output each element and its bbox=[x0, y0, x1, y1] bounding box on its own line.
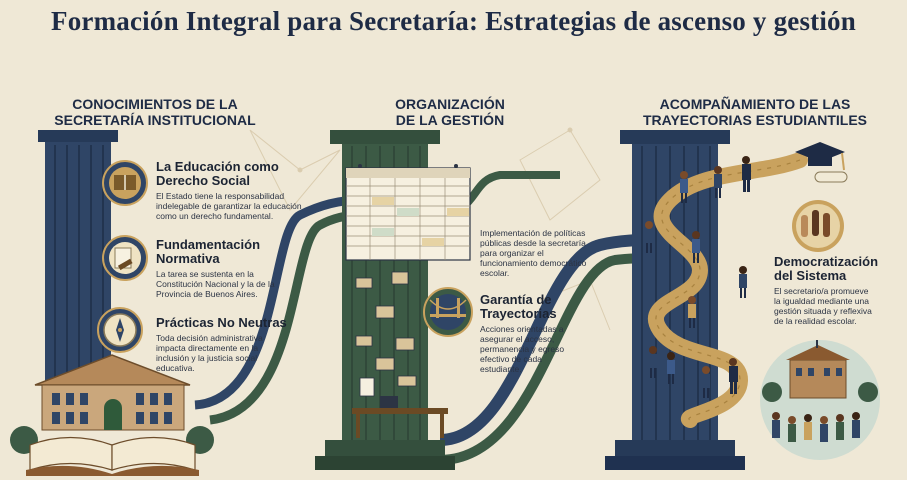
heading-line: ACOMPAÑAMIENTO DE LAS bbox=[659, 96, 851, 112]
heading-line: TRAYECTORIAS ESTUDIANTILES bbox=[642, 112, 868, 128]
winding-path bbox=[648, 152, 808, 428]
item-text: Constitución Nacional y la de la bbox=[156, 279, 275, 289]
item-democratization: Democratización del Sistema El secretari… bbox=[774, 254, 902, 327]
students-illustration bbox=[645, 156, 751, 398]
item-text: indelegable de garantizar la educación bbox=[156, 201, 302, 211]
calendar-table-illustration bbox=[345, 164, 471, 261]
item-title: Derecho Social bbox=[156, 173, 250, 188]
item-text: inclusión y la justicia social bbox=[156, 353, 258, 363]
item-title: La Educación como bbox=[156, 159, 279, 174]
column-heading-knowledge: CONOCIMIENTOS DE LA SECRETARÍA INSTITUCI… bbox=[40, 96, 270, 128]
open-book-illustration bbox=[26, 436, 199, 476]
item-title: Prácticas No Neutras bbox=[156, 315, 287, 330]
item-trajectory-guarantee: Garantía de Trayectorias Acciones orient… bbox=[480, 292, 610, 375]
heading-line: CONOCIMIENTOS DE LA bbox=[72, 96, 238, 112]
item-text: Provincia de Buenos Aires. bbox=[156, 289, 258, 299]
item-title: Fundamentación bbox=[156, 237, 261, 252]
page-title: Formación Integral para Secretaría: Estr… bbox=[51, 6, 856, 36]
item-title: Trayectorias bbox=[480, 306, 557, 321]
school-building-illustration bbox=[10, 354, 214, 454]
item-text: educativa. bbox=[156, 363, 195, 373]
item-text: públicas desde la secretaría bbox=[480, 238, 586, 248]
item-text: efectivo de cada bbox=[480, 354, 542, 364]
item-text: estudiante. bbox=[480, 364, 522, 374]
item-public-policies: Implementación de políticas públicas des… bbox=[480, 228, 610, 278]
item-non-neutral-practices: Prácticas No Neutras Toda decisión admin… bbox=[156, 315, 306, 374]
heading-line: SECRETARÍA INSTITUCIONAL bbox=[54, 112, 256, 128]
column-heading-accompaniment: ACOMPAÑAMIENTO DE LAS TRAYECTORIAS ESTUD… bbox=[630, 96, 880, 128]
heading-line: ORGANIZACIÓN bbox=[395, 96, 505, 112]
heading-line: DE LA GESTIÓN bbox=[395, 112, 505, 128]
item-text: de la realidad escolar. bbox=[774, 316, 857, 326]
item-text: como un derecho fundamental. bbox=[156, 211, 274, 221]
item-title: Garantía de bbox=[480, 292, 552, 307]
item-text: permanencia y egreso bbox=[480, 344, 565, 354]
desk-illustration bbox=[352, 377, 448, 438]
raised-hands-icon bbox=[792, 200, 844, 252]
flowchart-illustration bbox=[355, 271, 417, 387]
bridge-icon bbox=[423, 287, 473, 337]
item-text: Toda decisión administrativa bbox=[156, 333, 263, 343]
item-text: la igualdad mediante una bbox=[774, 296, 869, 306]
item-text: impacta directamente en la bbox=[156, 343, 259, 353]
book-icon bbox=[102, 160, 148, 206]
item-text: El secretario/a promueve bbox=[774, 286, 869, 296]
item-normative-basis: Fundamentación Normativa La tarea se sus… bbox=[156, 237, 306, 300]
gavel-icon bbox=[102, 235, 148, 281]
item-text: para organizar el bbox=[480, 248, 544, 258]
item-text: asegurar el acceso, bbox=[480, 334, 555, 344]
item-text: funcionamiento democrático bbox=[480, 258, 587, 268]
compass-icon bbox=[97, 307, 143, 353]
item-title: Democratización bbox=[774, 254, 879, 269]
item-text: El Estado tiene la responsabilidad bbox=[156, 191, 285, 201]
school-community-illustration bbox=[760, 340, 880, 460]
item-education-right: La Educación como Derecho Social El Esta… bbox=[156, 159, 306, 222]
item-text: La tarea se sustenta en la bbox=[156, 269, 254, 279]
item-text: gestión situada y reflexiva bbox=[774, 306, 872, 316]
item-text: escolar. bbox=[480, 268, 510, 278]
item-text: Acciones orientadas a bbox=[480, 324, 564, 334]
graduation-cap-icon bbox=[795, 142, 848, 183]
item-title: Normativa bbox=[156, 251, 220, 266]
item-title: del Sistema bbox=[774, 268, 847, 283]
column-heading-organization: ORGANIZACIÓN DE LA GESTIÓN bbox=[365, 96, 535, 128]
item-text: Implementación de políticas bbox=[480, 228, 586, 238]
